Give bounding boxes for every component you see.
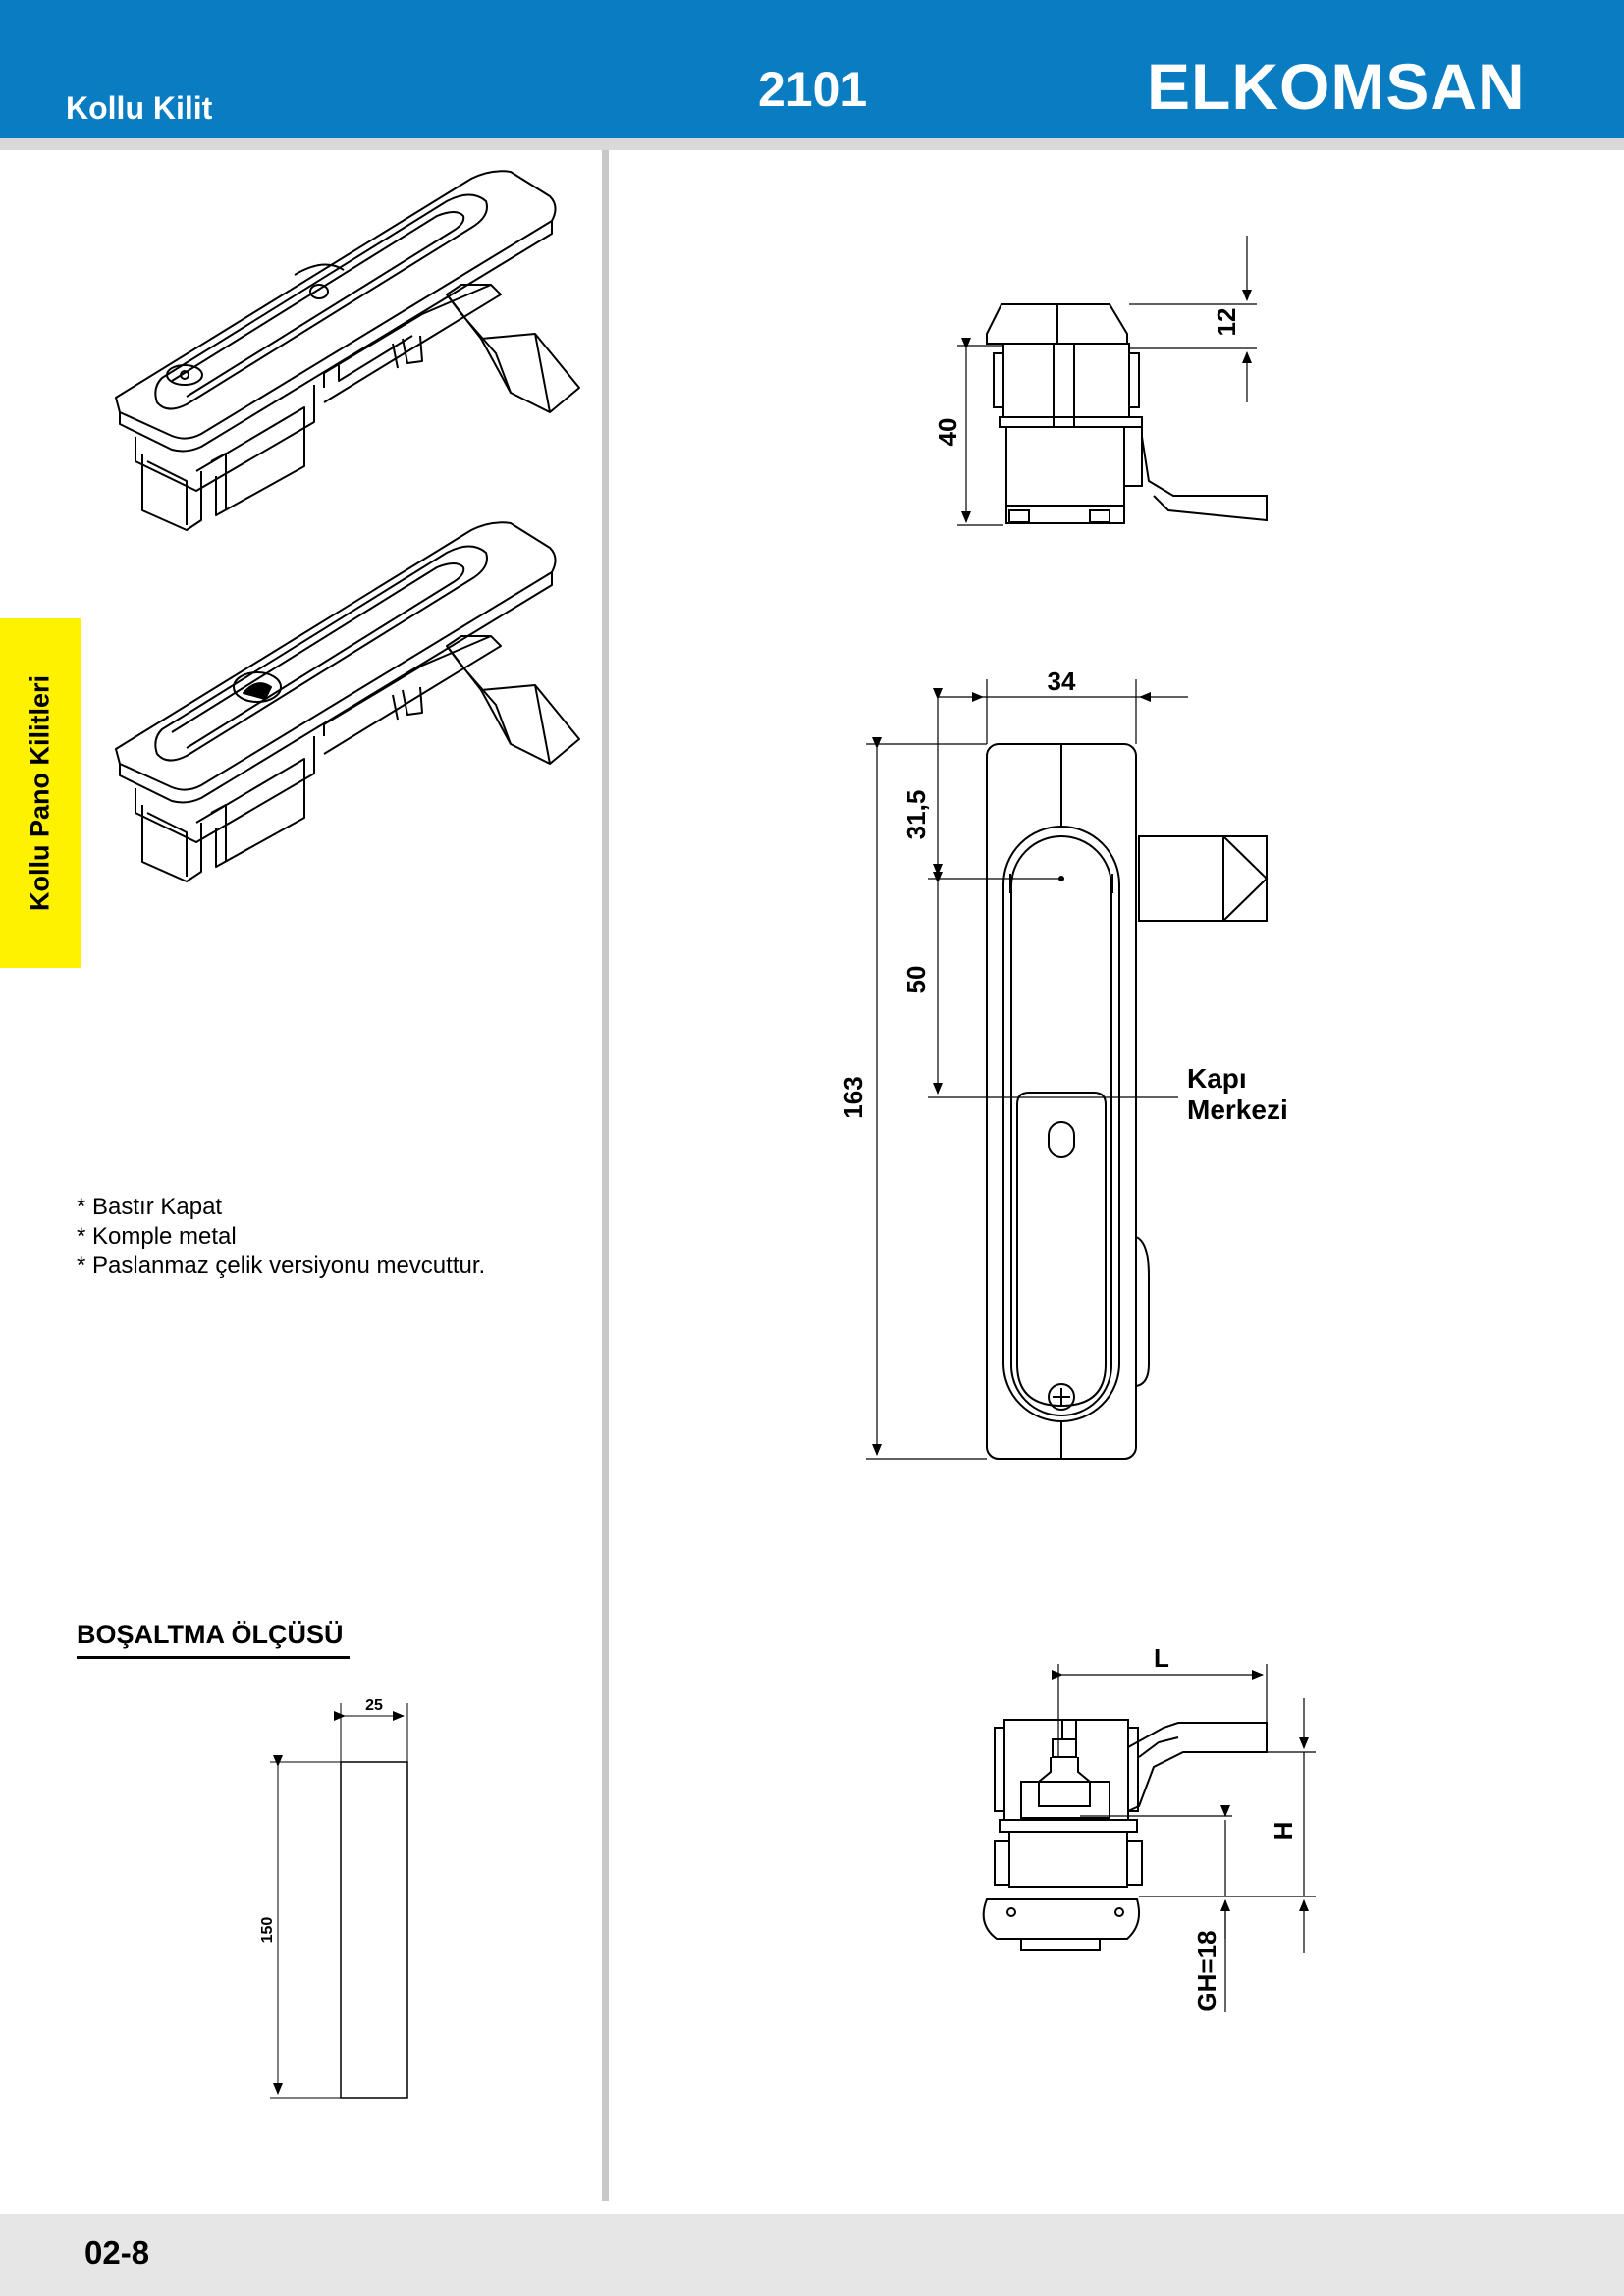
cutout-dimensions: [270, 1703, 408, 2099]
feature-item: * Bastır Kapat: [77, 1194, 223, 1220]
dim-side-GH: GH=18: [1192, 1930, 1221, 2011]
product-code: 2101: [758, 62, 868, 117]
front-view-dimensions: [866, 679, 1188, 1460]
header-bar: [0, 0, 1624, 138]
cutout-width-label: 25: [365, 1697, 383, 1714]
lock-isometric-image-1: [115, 170, 580, 531]
side-view-drawing: [982, 1719, 1268, 1951]
dim-front-width: 34: [1048, 667, 1076, 696]
dim-front-offset-top: 31,5: [901, 790, 931, 840]
side-view-dimensions: [1052, 1664, 1316, 2012]
top-view-drawing: [986, 303, 1268, 524]
lock-isometric-image-2: [115, 521, 580, 882]
cutout-height-label: 150: [259, 1917, 276, 1944]
cutout-drawing: [340, 1761, 408, 2099]
dim-side-H: H: [1269, 1822, 1298, 1841]
dim-front-offset-mid: 50: [901, 966, 931, 994]
dim-side-L: L: [1154, 1643, 1169, 1673]
top-view-dimensions: [957, 236, 1257, 526]
dim-top-cap: 12: [1212, 308, 1241, 337]
feature-item: * Komple metal: [77, 1223, 237, 1250]
cutout-title: BOŞALTMA ÖLÇÜSÜ: [77, 1620, 350, 1659]
header-rule: [0, 138, 1624, 150]
column-divider: [602, 150, 609, 2201]
feature-list: * Bastır Kapat * Komple metal * Paslanma…: [77, 1193, 485, 1281]
category-title: Kollu Kilit: [66, 90, 213, 126]
dim-front-height: 163: [839, 1076, 868, 1118]
page-number: 02-8: [84, 2234, 150, 2270]
brand-logo: ELKOMSAN: [1147, 50, 1526, 123]
feature-item: * Paslanmaz çelik versiyonu mevcuttur.: [77, 1253, 486, 1279]
door-center-label-line1: Kapı: [1187, 1063, 1247, 1094]
dim-top-height: 40: [933, 418, 962, 447]
footer-bar: [0, 2214, 1624, 2296]
side-tab: [0, 618, 81, 968]
door-center-label-line2: Merkezi: [1187, 1095, 1288, 1125]
front-view-drawing: [986, 743, 1269, 1460]
